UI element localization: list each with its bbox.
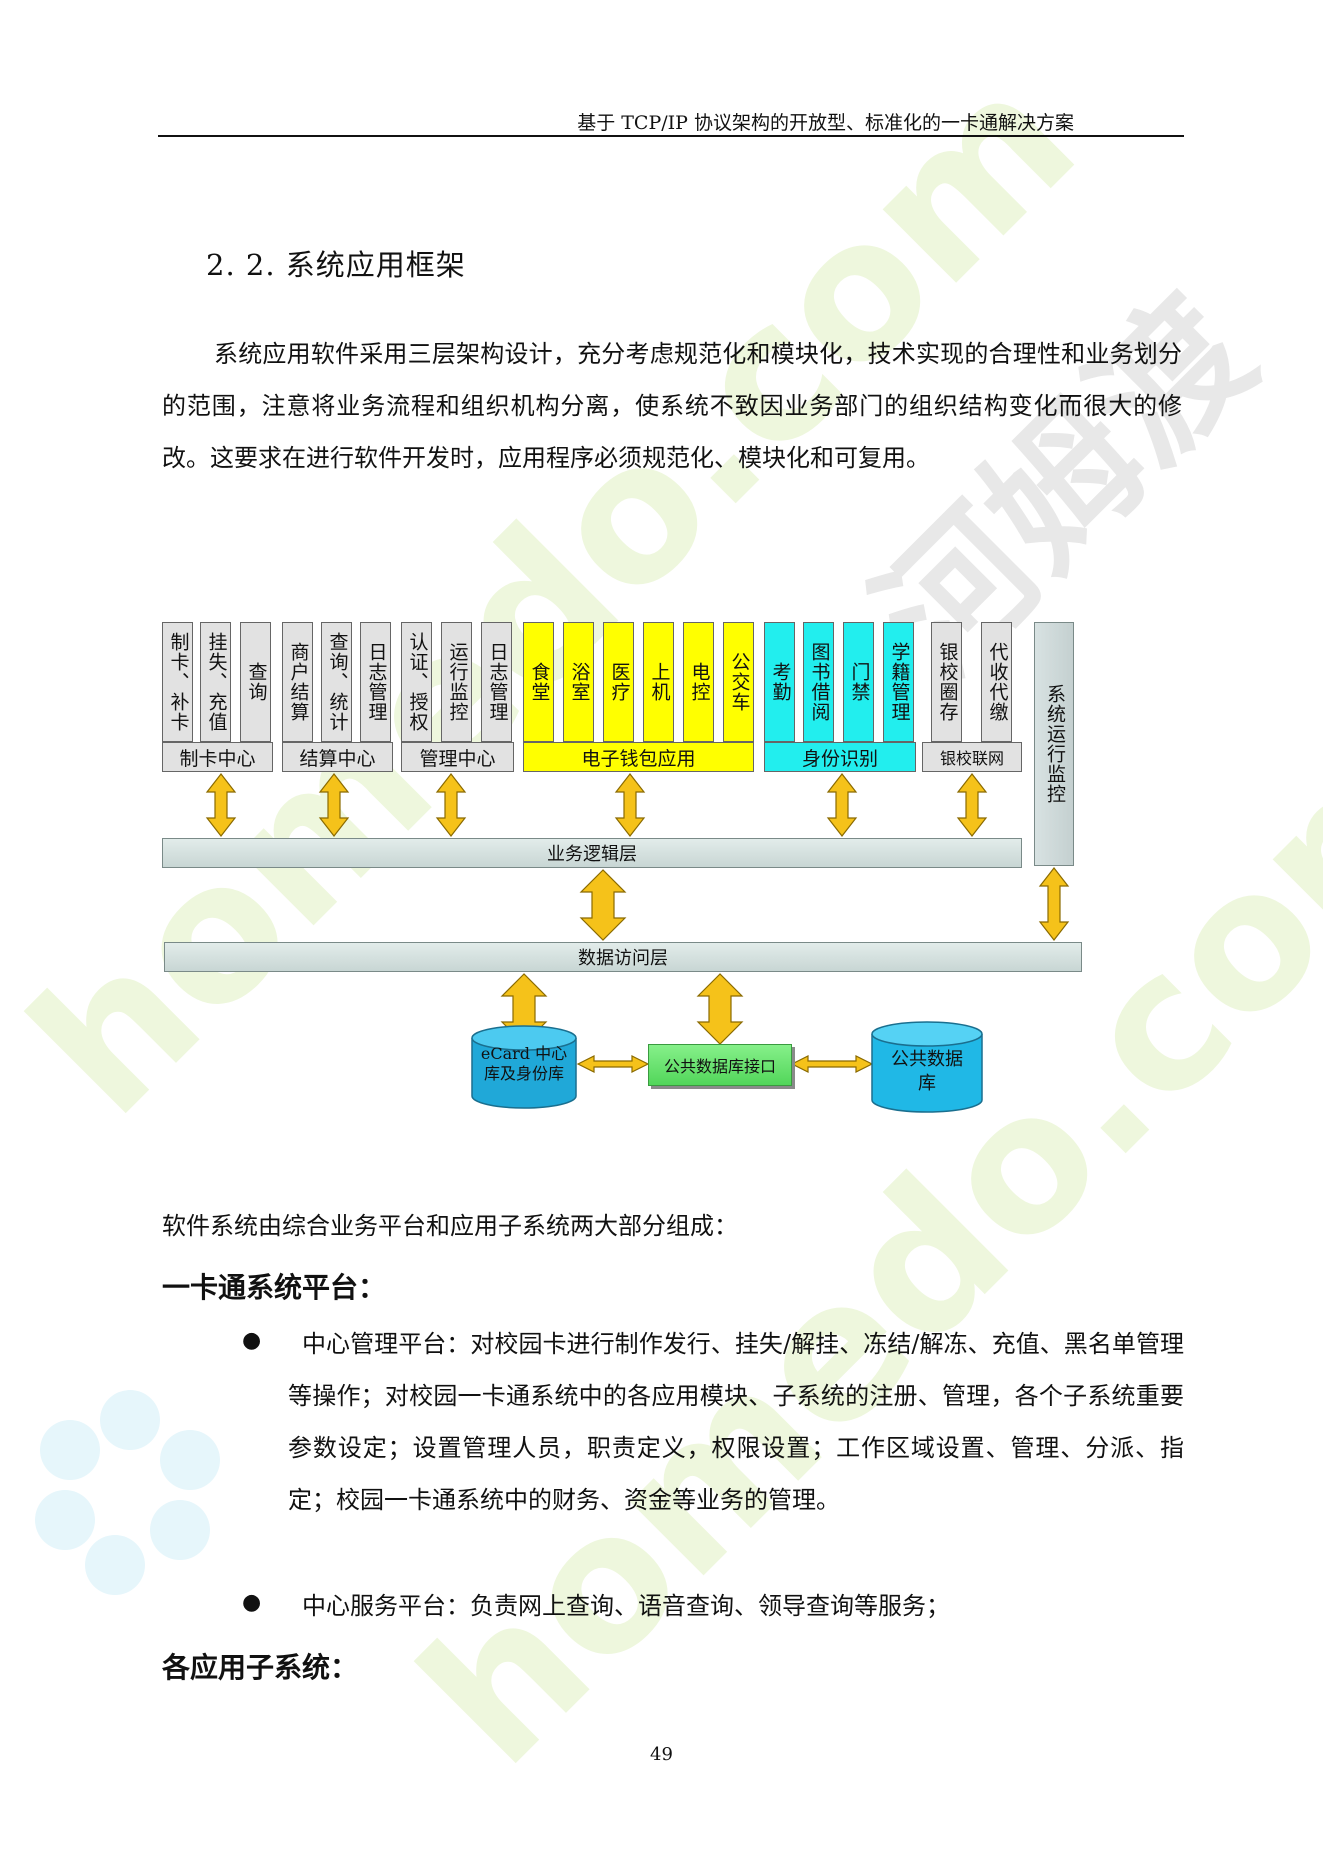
module-attendance: 考勤 bbox=[764, 622, 795, 742]
intro-text: 系统应用软件采用三层架构设计，充分考虑规范化和模块化，技术实现的合理性和业务划分… bbox=[162, 340, 1182, 472]
module-run-monitor: 运行监控 bbox=[441, 622, 472, 742]
composition-text: 软件系统由综合业务平台和应用子系统两大部分组成： bbox=[162, 1212, 738, 1240]
module-log-management-2: 日志管理 bbox=[481, 622, 512, 742]
arrow-interface-publicdb bbox=[790, 1055, 874, 1073]
bullet-text-service-platform: 中心服务平台：负责网上查询、语音查询、领导查询等服务； bbox=[288, 1580, 1184, 1632]
public-db-label: 公共数据库 bbox=[891, 1049, 963, 1094]
arrow-identity bbox=[826, 773, 858, 837]
arrow-settlement bbox=[318, 773, 350, 837]
module-library: 图书借阅 bbox=[803, 622, 834, 742]
watermark-text-2: homedo.com bbox=[380, 679, 1323, 1807]
module-log-management: 日志管理 bbox=[360, 622, 391, 742]
arrow-management bbox=[435, 773, 467, 837]
arrow-logic-data bbox=[579, 869, 627, 941]
module-access-control: 门禁 bbox=[843, 622, 874, 742]
business-logic-layer: 业务逻辑层 bbox=[162, 838, 1022, 868]
group-label-identity: 身份识别 bbox=[764, 742, 916, 772]
bullet-icon-2: ● bbox=[242, 1590, 262, 1615]
module-query: 查询 bbox=[240, 622, 271, 742]
bullet-icon-1: ● bbox=[242, 1328, 262, 1353]
arrow-bank-school bbox=[956, 773, 988, 837]
platform-heading: 一卡通系统平台： bbox=[162, 1271, 387, 1304]
running-header: 基于 TCP/IP 协议架构的开放型、标准化的一卡通解决方案 bbox=[577, 112, 1074, 134]
module-query-stats: 查询、统计 bbox=[321, 622, 352, 742]
watermark-flower-icon bbox=[35, 1390, 220, 1595]
module-power-control: 电控 bbox=[683, 622, 714, 742]
module-student-records: 学籍管理 bbox=[883, 622, 914, 742]
module-report-loss: 挂失、充值 bbox=[200, 622, 231, 742]
module-bank-transfer: 银校圈存 bbox=[931, 622, 962, 742]
ecard-db-label: eCard 中心库及身份库 bbox=[480, 1044, 568, 1083]
public-db-interface: 公共数据库接口 bbox=[648, 1044, 792, 1086]
group-label-make-card-center: 制卡中心 bbox=[162, 742, 273, 772]
intro-paragraph: 系统应用软件采用三层架构设计，充分考虑规范化和模块化，技术实现的合理性和业务划分… bbox=[162, 328, 1182, 484]
system-monitor-bar: 系统运行监控 bbox=[1034, 622, 1074, 866]
public-db-shape bbox=[871, 1021, 983, 1113]
group-label-management-center: 管理中心 bbox=[401, 742, 514, 772]
subsystems-heading: 各应用子系统： bbox=[162, 1651, 359, 1684]
page-number: 49 bbox=[650, 1744, 673, 1765]
module-medical: 医疗 bbox=[603, 622, 634, 742]
arrow-e-wallet bbox=[614, 773, 646, 837]
section-title: 2. 2. 系统应用框架 bbox=[206, 248, 466, 282]
module-collection-payment: 代收代缴 bbox=[981, 622, 1012, 742]
header-rule bbox=[158, 135, 1184, 137]
group-label-e-wallet: 电子钱包应用 bbox=[523, 742, 754, 772]
module-bus: 公交车 bbox=[723, 622, 754, 742]
watermark-text-1: homedo.com bbox=[0, 29, 1117, 1157]
module-make-card: 制卡、补卡 bbox=[162, 622, 193, 742]
module-computer: 上机 bbox=[643, 622, 674, 742]
arrow-data-interface bbox=[696, 973, 744, 1045]
arrow-monitor-data bbox=[1038, 867, 1070, 941]
arrow-ecard-interface bbox=[576, 1055, 650, 1073]
arrow-make-card bbox=[205, 773, 237, 837]
bullet-text-2: 中心服务平台：负责网上查询、语音查询、领导查询等服务； bbox=[302, 1592, 950, 1620]
group-label-settlement-center: 结算中心 bbox=[282, 742, 393, 772]
module-bathroom: 浴室 bbox=[563, 622, 594, 742]
bullet-text-management-platform: 中心管理平台：对校园卡进行制作发行、挂失/解挂、冻结/解冻、充值、黑名单管理等操… bbox=[288, 1318, 1184, 1526]
bullet-text-1: 中心管理平台：对校园卡进行制作发行、挂失/解挂、冻结/解冻、充值、黑名单管理等操… bbox=[288, 1330, 1184, 1514]
data-access-layer: 数据访问层 bbox=[164, 942, 1082, 972]
ecard-db-shape bbox=[471, 1025, 577, 1109]
group-label-bank-school: 银校联网 bbox=[922, 742, 1022, 772]
arrow-data-ecard bbox=[500, 973, 548, 1045]
module-canteen: 食堂 bbox=[523, 622, 554, 742]
module-authentication: 认证、授权 bbox=[401, 622, 432, 742]
module-merchant-settlement: 商户结算 bbox=[282, 622, 313, 742]
